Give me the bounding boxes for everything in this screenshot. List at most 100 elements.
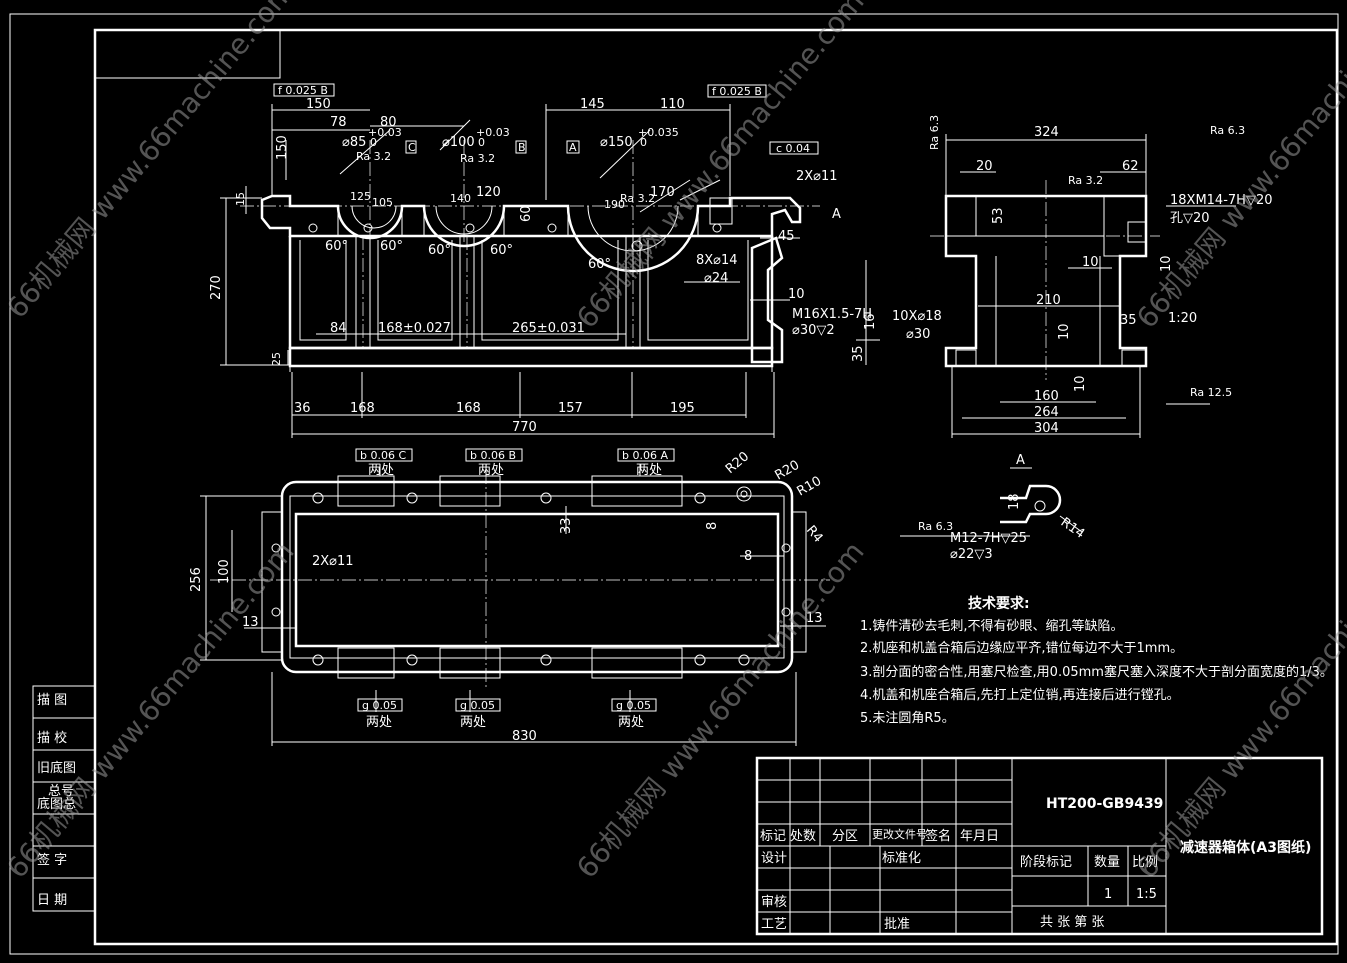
title-stage-mark: 阶段标记	[1020, 855, 1072, 870]
datum-a-label: A	[569, 141, 577, 154]
fcf-plan-top-2: b 0.06 B	[470, 449, 516, 462]
dim-plan-13a: 13	[242, 615, 259, 630]
two-places-top-3: 两处	[636, 463, 662, 478]
dim-top-78: 78	[330, 115, 347, 130]
title-scale: 1:5	[1136, 887, 1157, 902]
radius-r20-b: R20	[773, 458, 803, 484]
roughness-front-3: Ra 3.2	[620, 192, 655, 205]
radius-190: 190	[604, 198, 625, 211]
angle-60-d: 60°	[490, 243, 513, 258]
rev-header-count: 处数	[790, 829, 816, 844]
detail-dim-18: 18	[1007, 493, 1022, 510]
counterbore-side-30: ⌀30	[906, 327, 930, 342]
angle-60-e: 60°	[588, 257, 611, 272]
fcf-plan-bot-3: g 0.05	[616, 699, 651, 712]
tech-req-item-2: 2.机座和机盖合箱后边缘应平齐,错位每边不大于1mm。	[860, 640, 1183, 656]
title-quantity-label: 数量	[1094, 855, 1120, 870]
view-a-arrow-label: A	[832, 207, 841, 222]
detail-a-title: A	[1016, 453, 1025, 468]
dim-side-324: 324	[1034, 125, 1059, 140]
rev-header-date: 年月日	[960, 829, 999, 844]
watermark-1: 66机械网 www.66machine.com	[0, 0, 301, 324]
hole-callout-8x14: 8X⌀14	[696, 253, 738, 268]
dim-10: 10	[788, 287, 805, 302]
dim-plan-8b: 8	[744, 549, 752, 564]
tech-req-item-4: 4.机盖和机座合箱后,先打上定位销,再连接后进行镗孔。	[860, 687, 1180, 703]
detail-roughness: Ra 6.3	[918, 520, 953, 533]
angle-45: 45	[778, 229, 795, 244]
title-standardize: 标准化	[882, 851, 921, 866]
side-label-base-total: 底图总	[37, 796, 76, 812]
roughness-front-2: Ra 3.2	[460, 152, 495, 165]
bore-85-tol: +0.03	[368, 126, 402, 139]
tech-req-item-3: 3.剖分面的密合性,用塞尺检查,用0.05mm塞尺塞入深度不大于剖分面宽度的1/…	[860, 664, 1333, 680]
side-label-total-no: 总号	[48, 784, 74, 799]
title-sheets: 共 张 第 张	[1040, 915, 1104, 930]
dim-270: 270	[209, 275, 224, 300]
radius-r10: R10	[795, 474, 825, 500]
counterbore-24: ⌀24	[704, 271, 728, 286]
rev-header-doc: 更改文件号	[872, 827, 927, 841]
detail-radius-r14: R14	[1058, 515, 1088, 542]
fcf-plan-bot-1: g 0.05	[362, 699, 397, 712]
dim-top-145: 145	[580, 97, 605, 112]
technical-requirements: 技术要求: 1.铸件清砂去毛刺,不得有砂眼、缩孔等缺陷。 2.机座和机盖合箱后边…	[860, 595, 1333, 726]
fcf-plan-top-3: b 0.06 A	[622, 449, 668, 462]
detail-view-a: A 18 R14 Ra 6.3 M12-7H▽25 ⌀22▽3	[900, 453, 1087, 562]
roughness-side-1: Ra 6.3	[928, 115, 941, 150]
tech-req-item-5: 5.未注圆角R5。	[860, 711, 955, 726]
radius-120: 120	[476, 185, 501, 200]
detail-thread-m12: M12-7H▽25	[950, 531, 1027, 546]
side-label-trace: 描 图	[37, 693, 67, 708]
radius-125: 125	[350, 190, 371, 203]
dim-inner-265: 265±0.031	[512, 321, 585, 336]
dim-35: 35	[851, 345, 866, 362]
holes-10x18: 10X⌀18	[892, 309, 942, 324]
hole-plan-2x11: 2X⌀11	[312, 554, 354, 569]
dim-bottom-157: 157	[558, 401, 583, 416]
detail-counterbore-22: ⌀22▽3	[950, 547, 993, 562]
dim-plan-8a: 8	[705, 522, 720, 530]
title-part-name: 减速器箱体(A3图纸)	[1180, 839, 1311, 856]
side-label-old-drawing: 旧底图	[37, 760, 76, 776]
dim-side-10c: 10	[1057, 323, 1072, 340]
dim-16: 16	[863, 313, 878, 330]
bore-150-zero: 0	[640, 136, 647, 149]
watermark-4: 66机械网 www.66machine.com	[0, 535, 301, 884]
dim-side-35: 35	[1120, 313, 1137, 328]
title-quantity: 1	[1104, 887, 1112, 902]
title-process: 工艺	[761, 917, 787, 932]
tech-req-title: 技术要求:	[968, 595, 1030, 612]
two-places-top-2: 两处	[478, 463, 504, 478]
front-view: f 0.025 B f 0.025 B c 0.04 C B A 150 78 …	[209, 83, 880, 438]
rev-header-sign: 签名	[925, 828, 951, 844]
watermark-3: 66机械网 www.66machine.com	[1130, 0, 1347, 334]
dim-plan-256: 256	[189, 567, 204, 592]
dim-15: 15	[234, 192, 247, 206]
dim-plan-830: 830	[512, 729, 537, 744]
dim-side-264: 264	[1034, 405, 1059, 420]
dim-inner-84: 84	[330, 321, 347, 336]
title-block: 标记 处数 分区 更改文件号 签名 年月日 设计 标准化 审核 工艺 批准 HT…	[755, 756, 1324, 936]
dim-bottom-168a: 168	[350, 401, 375, 416]
two-places-bot-2: 两处	[460, 715, 486, 730]
two-places-bot-3: 两处	[618, 715, 644, 730]
dim-plan-13b: 13	[806, 611, 823, 626]
title-review: 审核	[761, 895, 787, 910]
title-material: HT200-GB9439	[1046, 796, 1163, 812]
angle-60-a: 60°	[325, 239, 348, 254]
two-places-top-1: 两处	[368, 463, 394, 478]
sheet-border	[9, 13, 1339, 955]
bore-150-tol: +0.035	[638, 126, 679, 139]
slope-1-20: 1:20	[1168, 311, 1197, 326]
angle-60-c: 60°	[428, 243, 451, 258]
dim-top-80: 80	[380, 115, 397, 130]
hole-callout-2x11: 2X⌀11	[796, 169, 838, 184]
two-places-bot-1: 两处	[366, 715, 392, 730]
title-approve: 批准	[884, 917, 910, 932]
dim-overall-770: 770	[512, 420, 537, 435]
radius-140: 140	[450, 192, 471, 205]
counterbore-30: ⌀30▽2	[792, 323, 835, 338]
radius-r20-a: R20	[723, 449, 752, 477]
